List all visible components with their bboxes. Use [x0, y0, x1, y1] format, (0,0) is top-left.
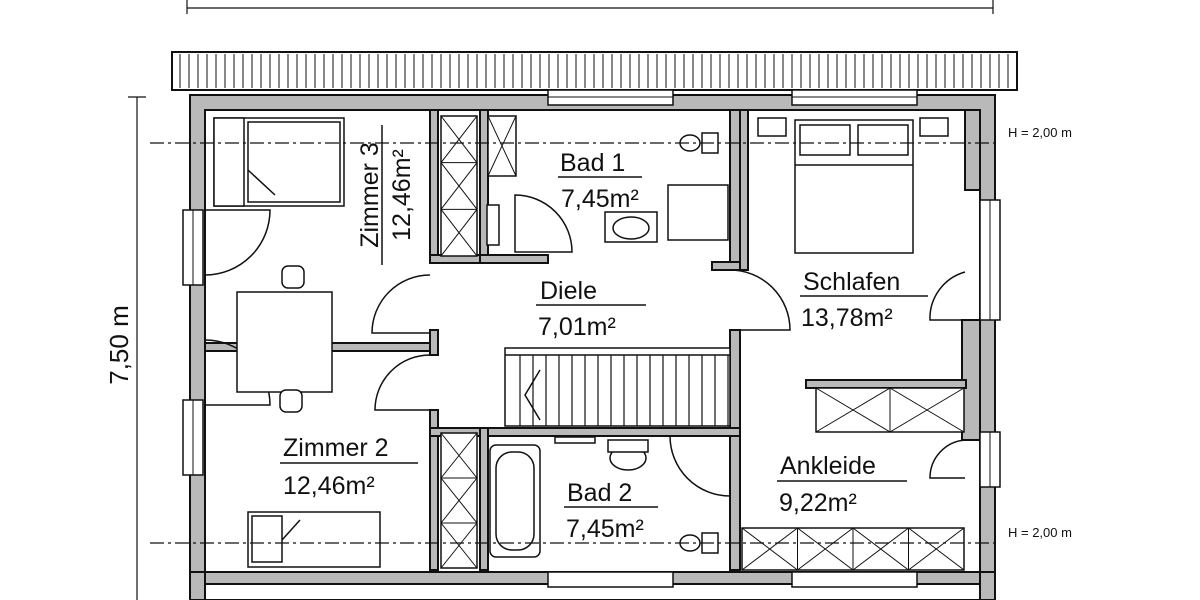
room-label-zimmer3: Zimmer 3 12,46m² — [356, 125, 416, 265]
desk — [236, 265, 333, 413]
room-label-bad1: Bad 1 7,45m² — [558, 149, 642, 213]
wardrobe-diele — [487, 115, 517, 177]
windows — [182, 89, 1001, 588]
room-label-schlafen: Schlafen 13,78m² — [800, 268, 928, 332]
bed-zimmer3 — [213, 117, 345, 207]
height-line-bottom: H = 2,00 m — [150, 525, 1072, 544]
room-name-zimmer3: Zimmer 3 — [356, 142, 384, 248]
roof-eave — [171, 51, 1018, 91]
room-label-bad2: Bad 2 7,45m² — [564, 479, 658, 543]
dimension-label-left: 7,50 m — [104, 305, 134, 385]
room-area-diele: 7,01m² — [538, 313, 616, 341]
wardrobes — [440, 115, 965, 571]
bed-zimmer2 — [247, 511, 381, 568]
room-area-bad1: 7,45m² — [561, 185, 639, 213]
wardrobe-zimmer2 — [440, 432, 478, 569]
room-area-ankleide: 9,22m² — [779, 489, 857, 517]
height-label-bottom: H = 2,00 m — [1008, 525, 1072, 540]
room-name-ankleide: Ankleide — [780, 452, 876, 480]
room-name-bad1: Bad 1 — [560, 149, 625, 177]
bed-schlafen — [757, 117, 949, 254]
bad1-fixtures — [486, 132, 729, 246]
room-label-ankleide: Ankleide 9,22m² — [777, 452, 907, 517]
room-label-diele: Diele 7,01m² — [536, 277, 646, 341]
bad2-fixtures — [489, 436, 719, 558]
left-dimension-line: 7,50 m — [104, 96, 146, 600]
top-dimension-line — [186, 0, 994, 14]
wardrobe-zimmer3 — [440, 115, 478, 257]
room-name-diele: Diele — [540, 277, 597, 305]
room-name-schlafen: Schlafen — [803, 268, 900, 296]
room-area-zimmer2: 12,46m² — [283, 472, 375, 500]
wardrobe-ankleide-top — [815, 387, 965, 433]
room-name-zimmer2: Zimmer 2 — [283, 434, 389, 462]
room-label-zimmer2: Zimmer 2 12,46m² — [280, 434, 418, 500]
door-swings — [204, 194, 966, 497]
room-area-schlafen: 13,78m² — [801, 304, 893, 332]
wardrobe-ankleide-bottom — [741, 527, 965, 571]
height-label-top: H = 2,00 m — [1008, 125, 1072, 140]
room-name-bad2: Bad 2 — [567, 479, 632, 507]
room-area-zimmer3: 12,46m² — [388, 149, 416, 241]
staircase — [504, 347, 731, 427]
height-line-top: H = 2,00 m — [150, 125, 1072, 144]
room-area-bad2: 7,45m² — [566, 515, 644, 543]
